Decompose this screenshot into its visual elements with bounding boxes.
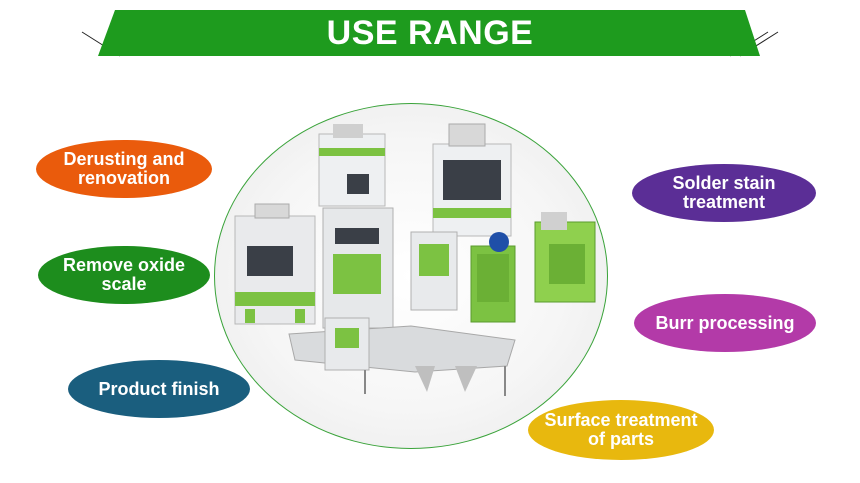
label-surface-treatment: Surface treatment of parts: [528, 400, 714, 460]
machines-illustration: [234, 123, 596, 396]
label-burr-processing: Burr processing: [634, 294, 816, 352]
banner-shape: [81, 10, 779, 57]
label-solder-stain: Solder stain treatment: [632, 164, 816, 222]
equipment-circle: [214, 103, 608, 449]
label-product-finish: Product finish: [68, 360, 250, 418]
page-title: USE RANGE: [326, 13, 534, 52]
label-derusting: Derusting and renovation: [36, 140, 212, 198]
header-banner: USE RANGE: [0, 0, 860, 70]
label-remove-oxide: Remove oxide scale: [38, 246, 210, 304]
